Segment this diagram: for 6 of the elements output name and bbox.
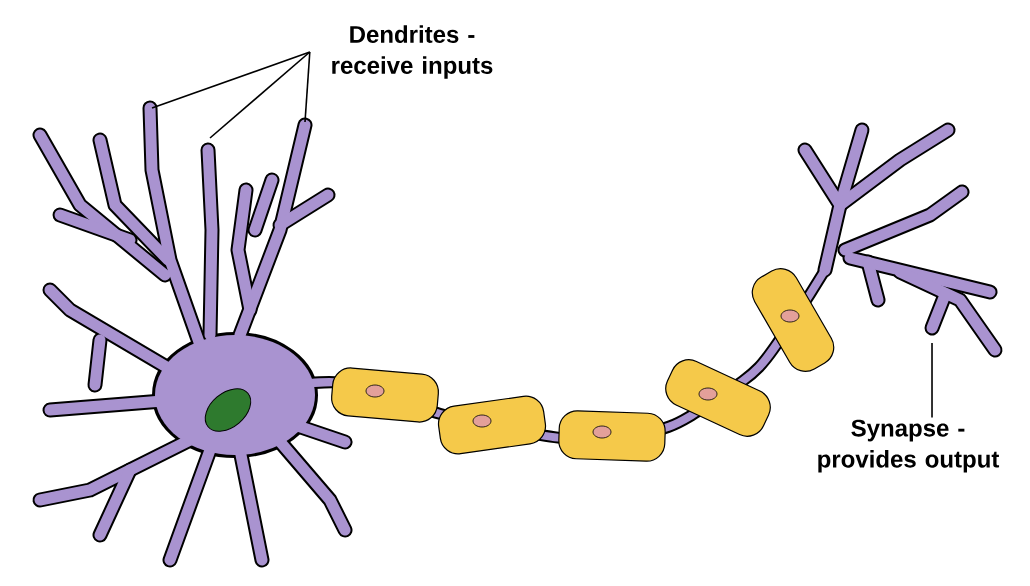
leader-line bbox=[304, 51, 311, 123]
callout-label: Synapse - provides output bbox=[818, 419, 1000, 473]
leader-line bbox=[209, 51, 311, 139]
callout-label: Dendrites - receive inputs bbox=[332, 25, 493, 79]
leader-line bbox=[151, 51, 311, 109]
leader-line bbox=[931, 342, 933, 419]
